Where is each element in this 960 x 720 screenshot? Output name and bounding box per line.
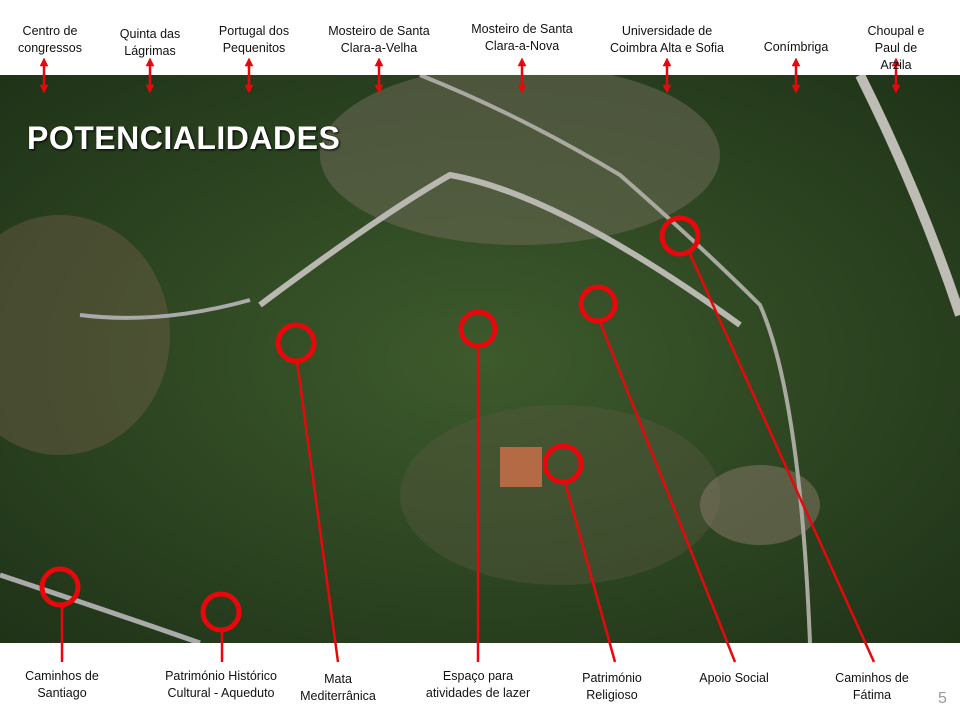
label-centro-congressos: Centro de congressos [18, 24, 82, 55]
page-number: 5 [938, 690, 947, 707]
label-caminhos-fatima: Caminhos de Fátima [835, 671, 909, 702]
label-santa-clara-velha: Mosteiro de Santa Clara-a-Velha [328, 24, 430, 55]
aerial-map-image [0, 75, 960, 643]
arrowhead-icon [517, 57, 527, 67]
label-santa-clara-nova: Mosteiro de Santa Clara-a-Nova [471, 22, 573, 53]
label-choupal: Choupal e Paul de Arzila [867, 24, 925, 72]
label-universidade: Universidade de Coimbra Alta e Sofia [610, 24, 724, 55]
label-apoio-social: Apoio Social [699, 671, 769, 685]
arrowhead-icon [791, 57, 801, 67]
label-portugal-pequenitos: Portugal dos Pequenitos [218, 24, 290, 55]
label-aqueduto: Património Histórico Cultural - Aqueduto [165, 669, 277, 700]
arrowhead-icon [244, 57, 254, 67]
arrowhead-icon [374, 57, 384, 67]
label-conimbriga: Conímbriga [763, 40, 829, 54]
label-caminhos-santiago: Caminhos de Santiago [25, 669, 99, 700]
arrowhead-icon [39, 57, 49, 67]
slide-title: POTENCIALIDADES [27, 120, 341, 156]
arrowhead-icon [662, 57, 672, 67]
label-quinta-lagrimas: Quinta das Lágrimas [119, 27, 181, 58]
label-espaco-lazer: Espaço para atividades de lazer [425, 669, 531, 700]
label-mata: Mata Mediterrânica [300, 672, 376, 703]
label-patrimonio-religioso: Património Religioso [582, 671, 642, 702]
